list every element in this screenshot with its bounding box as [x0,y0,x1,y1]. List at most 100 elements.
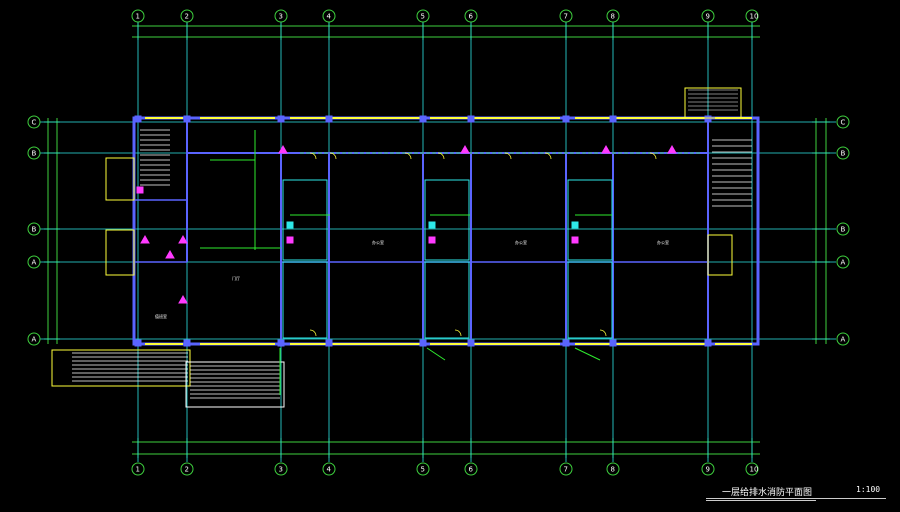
sink-icon [286,221,294,229]
axis-label-bottom: 7 [564,466,568,474]
axis-label-bottom: 10 [750,466,759,474]
column [134,339,142,347]
axis-bubble-bottom [701,462,715,476]
office-subroom [567,261,613,339]
axis-bubble-right [836,222,850,236]
axis-label-right: B [841,150,846,158]
door-swing [309,329,317,337]
axis-label-bottom: 9 [706,466,710,474]
column [325,115,333,123]
office-subroom [424,179,470,261]
axis-label-bottom: 6 [469,466,474,474]
fire-hydrant-icon [278,144,288,154]
office-subroom [282,261,328,339]
axis-label-right: A [841,259,846,267]
sink-icon [571,221,579,229]
axis-label-right: C [841,119,846,127]
column [183,115,191,123]
room-label: 办公室 [515,239,527,245]
column [277,339,285,347]
axis-bubble-bottom [180,462,194,476]
fire-hydrant-icon [601,144,611,154]
door-swing [599,329,607,337]
axis-label-top: 8 [611,13,615,21]
axis-label-top: 3 [279,13,283,21]
entrance-ramp-left [105,157,135,201]
axis-bubble-top [464,9,478,23]
room-label: 门厅 [232,275,240,281]
axis-label-top: 4 [327,13,332,21]
column [277,115,285,123]
room-label: 办公室 [372,239,384,245]
column [134,115,142,123]
column [419,339,427,347]
title-underline [706,498,886,499]
entrance-ramp-left-lower [105,229,135,276]
axis-bubble-right [836,255,850,269]
axis-bubble-bottom [131,462,145,476]
door-swing [544,152,552,160]
axis-bubble-top [701,9,715,23]
drawing-title: 一层给排水消防平面图 [722,488,813,498]
column [325,339,333,347]
column [183,339,191,347]
sink-icon [428,221,436,229]
column [467,115,475,123]
door-swing [404,152,412,160]
axis-label-right: B [841,226,846,234]
office-subroom [567,179,613,261]
axis-label-bottom: 5 [421,466,425,474]
room-label: 值班室 [155,313,167,319]
axis-bubble-bottom [559,462,573,476]
axis-bubble-bottom [322,462,336,476]
axis-bubble-left [27,146,41,160]
axis-bubble-top [131,9,145,23]
axis-bubble-right [836,115,850,129]
office-subroom [282,179,328,261]
exterior-wall [132,116,760,346]
fire-hydrant-icon [460,144,470,154]
axis-bubble-top [559,9,573,23]
fire-hydrant-icon [667,144,677,154]
axis-label-left: A [32,259,37,267]
axis-bubble-bottom [274,462,288,476]
axis-bubble-left [27,222,41,236]
axis-bubble-top [606,9,620,23]
entrance-steps-left [51,349,191,387]
axis-label-top: 2 [185,13,189,21]
axis-bubble-left [27,332,41,346]
axis-bubble-bottom [464,462,478,476]
axis-bubble-top [180,9,194,23]
axis-bubble-top [322,9,336,23]
axis-bubble-bottom [606,462,620,476]
axis-label-left: A [32,336,37,344]
axis-label-left: C [32,119,37,127]
column [704,115,712,123]
door-swing [454,329,462,337]
axis-label-right: A [841,336,846,344]
axis-label-left: B [32,150,37,158]
door-swing [504,152,512,160]
axis-bubble-left [27,255,41,269]
stair-landing-top [684,87,742,119]
column [609,339,617,347]
column [704,339,712,347]
office-subroom [424,261,470,339]
axis-bubble-right [836,146,850,160]
axis-bubble-bottom [745,462,759,476]
fixture-icon [286,236,294,244]
axis-bubble-bottom [416,462,430,476]
axis-label-bottom: 3 [279,466,283,474]
fire-hydrant-icon [165,249,175,259]
door-swing [437,152,445,160]
axis-label-bottom: 8 [611,466,615,474]
axis-label-bottom: 4 [327,466,332,474]
leader-line [426,347,446,361]
title-underline-secondary [706,500,816,501]
axis-bubble-left [27,115,41,129]
entrance-steps-center [185,361,285,408]
door-swing [309,152,317,160]
axis-bubble-right [836,332,850,346]
axis-label-top: 6 [469,13,474,21]
